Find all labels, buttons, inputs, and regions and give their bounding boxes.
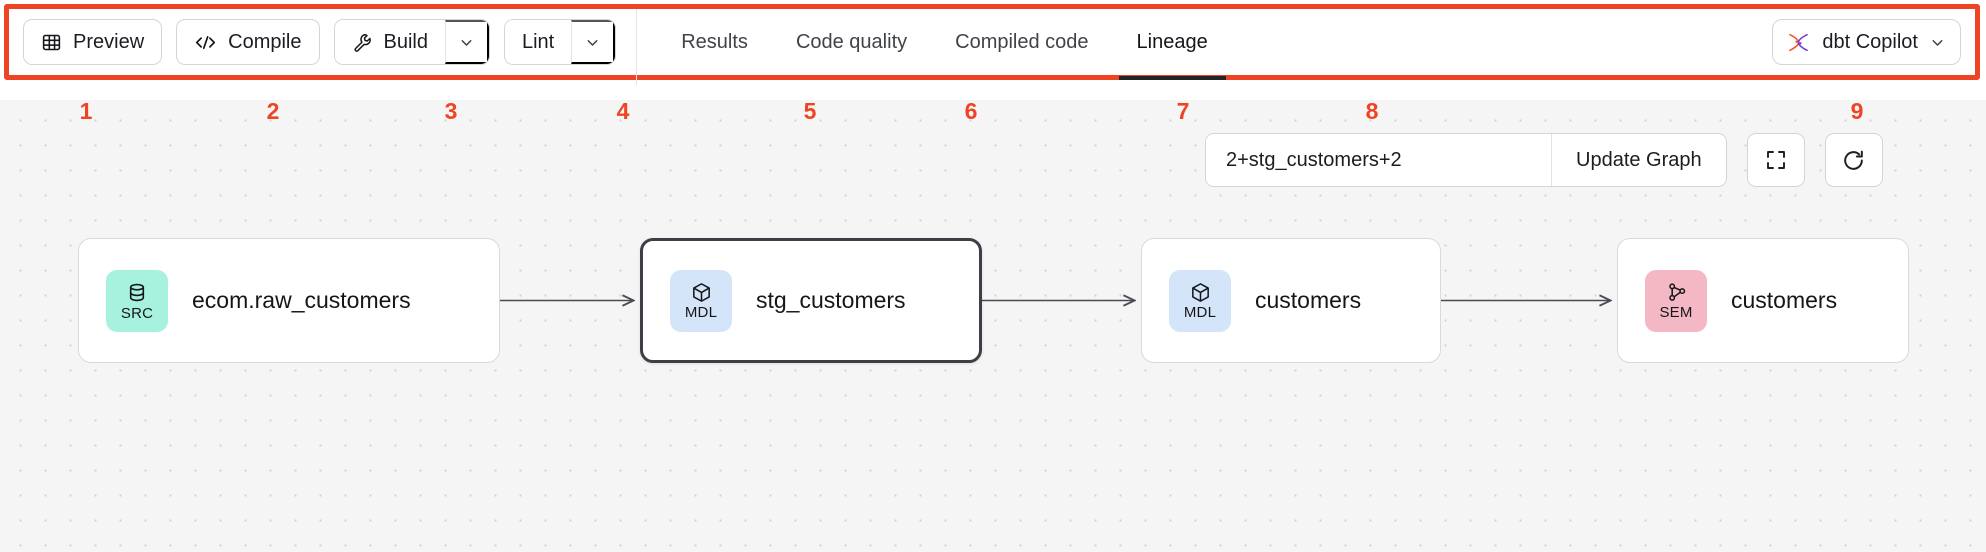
chevron-down-icon (458, 34, 475, 51)
wrench-icon (352, 32, 373, 53)
annotation-marker-9: 9 (1850, 98, 1864, 124)
chevron-down-icon (1929, 34, 1946, 51)
build-button-label: Build (383, 30, 428, 53)
node-type-badge-src-label: SRC (120, 304, 154, 322)
node-type-badge-mdl-label: MDL (1183, 304, 1217, 321)
node-type-badge-mdl: MDL (1169, 269, 1231, 332)
update-graph-button[interactable]: Update Graph (1551, 134, 1726, 186)
annotation-marker-8: 8 (1365, 98, 1379, 124)
editor-toolbar: Preview Compile (9, 9, 1975, 85)
action-button-group: Preview Compile (23, 19, 617, 65)
preview-button-label: Preview (73, 30, 145, 53)
build-button[interactable]: Build (334, 20, 445, 64)
cube-icon (1189, 281, 1212, 304)
graph-controls: Update Graph (1205, 133, 1883, 187)
cube-icon (690, 281, 713, 304)
annotation-marker-7: 7 (1176, 98, 1190, 124)
lint-button-group: Lint (503, 19, 617, 65)
dbt-copilot-label: dbt Copilot (1822, 30, 1918, 53)
lineage-node-source[interactable]: SRC ecom.raw_customers (78, 238, 500, 363)
toolbar-annotation-outline: Preview Compile (4, 4, 1980, 85)
fullscreen-icon (1764, 148, 1788, 172)
result-tabs: Results Code quality Compiled code Linea… (657, 9, 1232, 80)
annotation-marker-5: 5 (803, 98, 817, 124)
tab-compiled-code[interactable]: Compiled code (931, 9, 1112, 75)
node-type-badge-sem-label: SEM (1659, 304, 1693, 321)
lint-button-label: Lint (521, 30, 555, 53)
node-type-badge-mdl-label: MDL (684, 304, 718, 321)
database-icon (125, 281, 149, 305)
tab-code-quality[interactable]: Code quality (772, 9, 931, 75)
tab-results-label: Results (681, 30, 748, 53)
lineage-node-customers-model[interactable]: MDL customers (1141, 238, 1441, 363)
node-type-badge-mdl: MDL (670, 269, 732, 332)
node-selector-group: Update Graph (1205, 133, 1727, 187)
lineage-node-stg-customers-label: stg_customers (756, 287, 906, 313)
annotation-marker-4: 4 (616, 98, 630, 124)
annotation-marker-1: 1 (79, 98, 93, 124)
fullscreen-button[interactable] (1746, 133, 1805, 187)
lineage-node-source-label: ecom.raw_customers (192, 287, 411, 313)
semantic-graph-icon (1665, 281, 1688, 304)
compile-button-label: Compile (228, 30, 302, 53)
table-icon (41, 32, 62, 53)
preview-button[interactable]: Preview (23, 19, 163, 65)
tab-lineage[interactable]: Lineage (1113, 9, 1232, 80)
annotation-marker-6: 6 (964, 98, 978, 124)
build-dropdown-toggle[interactable] (444, 20, 489, 64)
lineage-node-customers-model-label: customers (1255, 287, 1362, 313)
refresh-icon (1841, 148, 1866, 173)
dbt-copilot-button[interactable]: dbt Copilot (1772, 19, 1961, 65)
lineage-node-customers-semantic-label: customers (1731, 287, 1838, 313)
tab-compiled-code-label: Compiled code (955, 30, 1089, 53)
build-button-group: Build (333, 19, 490, 65)
refresh-button[interactable] (1824, 133, 1883, 187)
lint-dropdown-toggle[interactable] (571, 20, 616, 64)
tab-results[interactable]: Results (657, 9, 772, 75)
code-brackets-icon (194, 32, 217, 53)
annotation-marker-3: 3 (444, 98, 458, 124)
toolbar-divider (636, 9, 638, 85)
chevron-down-icon (584, 34, 601, 51)
lint-button[interactable]: Lint (504, 20, 572, 64)
tab-code-quality-label: Code quality (795, 30, 908, 53)
node-type-badge-sem: SEM (1645, 269, 1707, 332)
lineage-node-customers-semantic[interactable]: SEM customers (1617, 238, 1909, 363)
node-selector-input[interactable] (1206, 134, 1551, 186)
compile-button[interactable]: Compile (176, 19, 320, 65)
tab-lineage-label: Lineage (1136, 30, 1208, 53)
node-type-badge-src: SRC (106, 269, 168, 332)
dbt-copilot-icon (1786, 30, 1811, 55)
annotation-marker-2: 2 (266, 98, 280, 124)
lineage-node-stg-customers[interactable]: MDL stg_customers (640, 238, 982, 363)
update-graph-label: Update Graph (1576, 148, 1702, 171)
